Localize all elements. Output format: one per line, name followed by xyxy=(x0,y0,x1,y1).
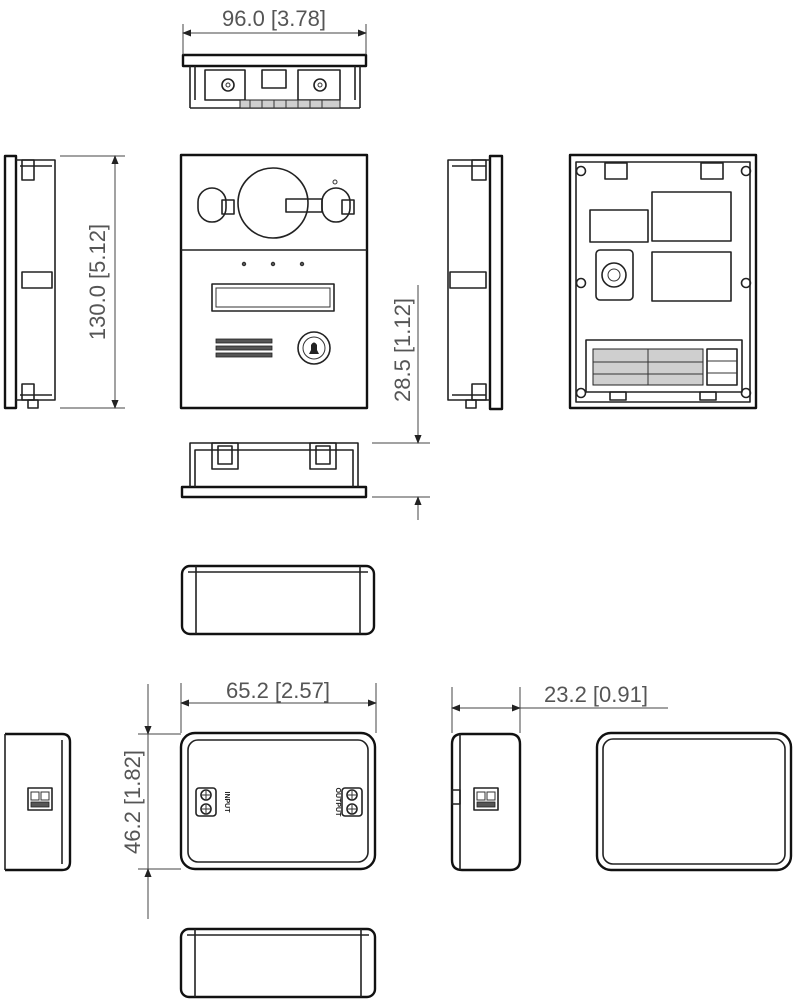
device-right-side-view xyxy=(447,154,504,411)
dimension-module-height-label: 46.2 [1.82] xyxy=(120,750,145,854)
speaker-grille xyxy=(215,338,273,358)
device-front-view xyxy=(179,153,369,410)
dimension-module-width: 65.2 [2.57] xyxy=(180,678,377,733)
connector-icon xyxy=(473,787,499,811)
module-bottom-view xyxy=(179,927,377,999)
camera-lens xyxy=(237,167,309,239)
input-terminal: INPUT xyxy=(195,787,230,817)
module-left-side-view xyxy=(4,732,72,872)
device-left-side-view xyxy=(3,154,56,410)
device-top-view xyxy=(181,53,368,109)
terminal-block xyxy=(585,339,743,393)
dimension-module-width-label: 65.2 [2.57] xyxy=(226,678,330,703)
dimension-module-depth: 23.2 [0.91] xyxy=(451,682,668,733)
dimension-depth: 28.5 [1.12] xyxy=(372,285,430,520)
dimension-module-depth-label: 23.2 [0.91] xyxy=(544,682,648,707)
call-button xyxy=(297,331,331,365)
device-bottom-view xyxy=(180,442,368,499)
module-back-view xyxy=(595,731,793,872)
output-terminal: OUTPUT xyxy=(334,787,363,818)
dimension-top-width-label: 96.0 [3.78] xyxy=(222,6,326,31)
display-window xyxy=(211,283,335,312)
dimension-front-height-label: 130.0 [5.12] xyxy=(85,224,110,340)
module-front-view: INPUT OUTPUT xyxy=(179,731,377,871)
output-label: OUTPUT xyxy=(334,788,341,818)
dimension-depth-label: 28.5 [1.12] xyxy=(390,298,415,402)
input-label: INPUT xyxy=(223,792,230,814)
module-right-side-view xyxy=(450,732,522,872)
bell-icon xyxy=(309,342,319,354)
dimension-module-height: 46.2 [1.82] xyxy=(120,684,181,919)
dimension-top-width: 96.0 [3.78] xyxy=(182,6,367,55)
module-top-view xyxy=(180,564,376,636)
connector-icon xyxy=(27,787,53,811)
dimension-front-height: 130.0 [5.12] xyxy=(60,155,125,409)
device-back-view xyxy=(568,153,758,410)
